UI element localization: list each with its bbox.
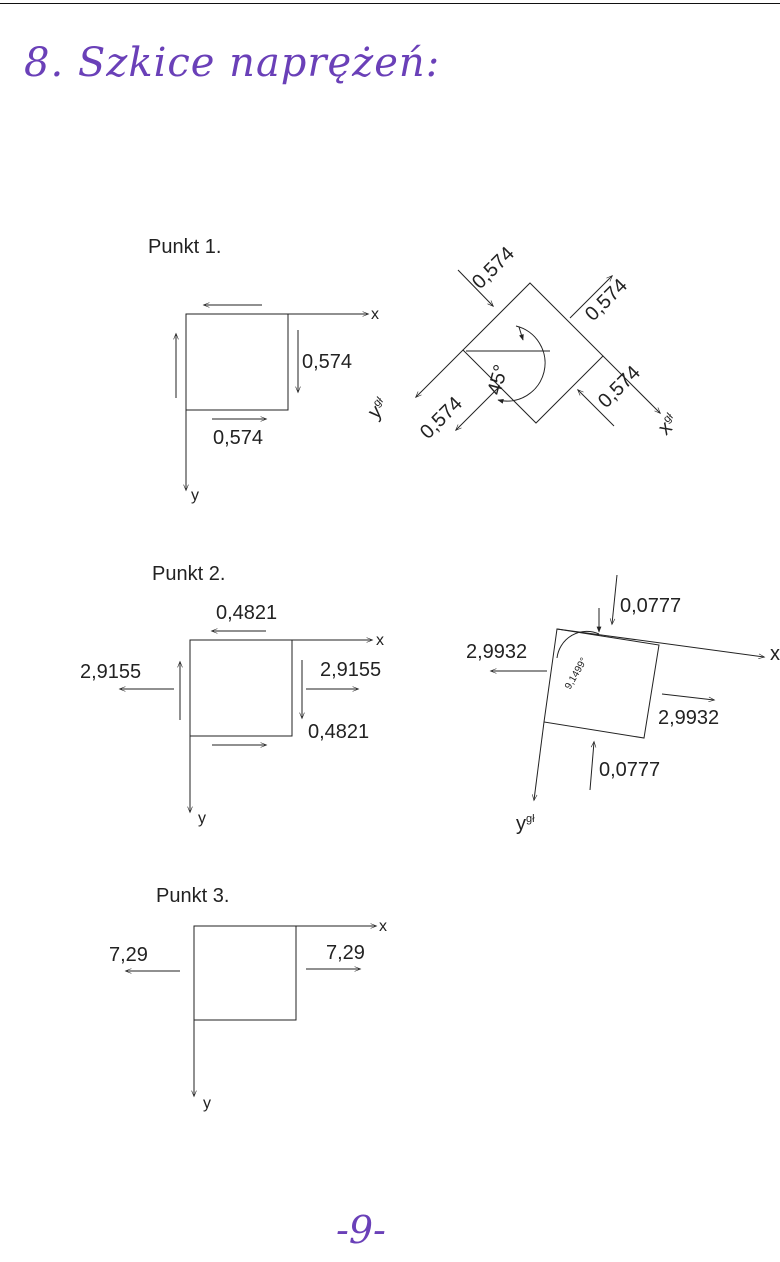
point-1-arrow-upper-left xyxy=(457,269,494,308)
point-1-rotated-element xyxy=(462,282,604,424)
point-1-label-lower-left: 0,574 xyxy=(416,393,467,444)
point-3-title: Punkt 3. xyxy=(156,885,229,907)
point-2-ygl-sub: gł xyxy=(526,813,535,825)
point-2-ygl-label: ygł xyxy=(516,813,535,835)
point-2-ygl-axis xyxy=(532,721,545,802)
point-3-x-label: x xyxy=(379,918,387,935)
point-1-ygl-label: ygł xyxy=(364,394,393,423)
point-2-xgl-label: xgł xyxy=(770,643,780,665)
point-3-element xyxy=(193,925,297,1021)
point-1-sketch: Punkt 1. x y 0,574 0,574 ygł xgł 0,574 0… xyxy=(148,236,683,504)
point-1-label-lower-right: 0,574 xyxy=(594,362,645,413)
point-2-angle-arc xyxy=(556,630,600,659)
point-3-y-label: y xyxy=(203,1095,211,1112)
point-2-xgl-letter: x xyxy=(770,643,780,665)
point-1-y-label: y xyxy=(191,487,199,504)
point-2-element xyxy=(189,639,293,737)
point-1-xgl-label: xgł xyxy=(654,410,683,439)
point-2-right-label: 2,9932 xyxy=(658,707,719,729)
point-1-x-label: x xyxy=(371,306,379,323)
point-3-normal-left-label: 7,29 xyxy=(109,944,148,966)
point-2-normal-right-label: 2,9155 xyxy=(320,659,381,681)
point-3-normal-right-label: 7,29 xyxy=(326,942,365,964)
point-2-shear-top-label: 0,4821 xyxy=(216,602,277,624)
point-2-y-label: y xyxy=(198,810,206,827)
point-1-angle-tick xyxy=(518,326,524,341)
point-2-top-label: 0,0777 xyxy=(620,595,681,617)
point-2-sketch: Punkt 2. x y 0,4821 0,4821 2,9155 2,9155… xyxy=(80,563,780,835)
point-1-angle-arc xyxy=(497,325,546,404)
point-1-element xyxy=(185,313,289,411)
point-2-top-arrow xyxy=(609,574,618,626)
point-2-left-label: 2,9932 xyxy=(466,641,527,663)
point-2-x-label: x xyxy=(376,632,384,649)
point-1-ygl-axis xyxy=(415,349,464,398)
point-1-label-upper-left: 0,574 xyxy=(468,243,519,294)
point-2-title: Punkt 2. xyxy=(152,563,225,585)
point-2-angle-label: 9,1499° xyxy=(563,656,590,691)
point-1-arrow-upper-right xyxy=(569,275,613,319)
page-heading: 8. Szkice naprężeń: xyxy=(24,40,441,86)
point-2-xgl-axis xyxy=(556,628,766,659)
top-rule xyxy=(0,3,780,4)
point-3-sketch: Punkt 3. x y 7,29 7,29 xyxy=(109,885,387,1112)
point-1-shear-right-label: 0,574 xyxy=(302,351,352,373)
point-1-shear-bottom-label: 0,574 xyxy=(213,427,263,449)
point-2-bottom-label: 0,0777 xyxy=(599,759,660,781)
page-number: -9- xyxy=(336,1208,386,1252)
point-2-right-arrow xyxy=(661,693,716,703)
point-2-rotated-element xyxy=(543,628,660,739)
point-1-angle-label: 45° xyxy=(484,362,513,397)
point-2-normal-left-label: 2,9155 xyxy=(80,661,141,683)
point-2-bottom-arrow xyxy=(589,740,597,791)
point-1-arrow-lower-right xyxy=(577,389,615,427)
point-2-shear-right-label: 0,4821 xyxy=(308,721,369,743)
point-2-ygl-letter: y xyxy=(516,813,526,835)
point-1-arrow-lower-left xyxy=(455,387,499,431)
point-1-xgl-axis xyxy=(602,355,661,414)
point-1-title: Punkt 1. xyxy=(148,236,221,258)
